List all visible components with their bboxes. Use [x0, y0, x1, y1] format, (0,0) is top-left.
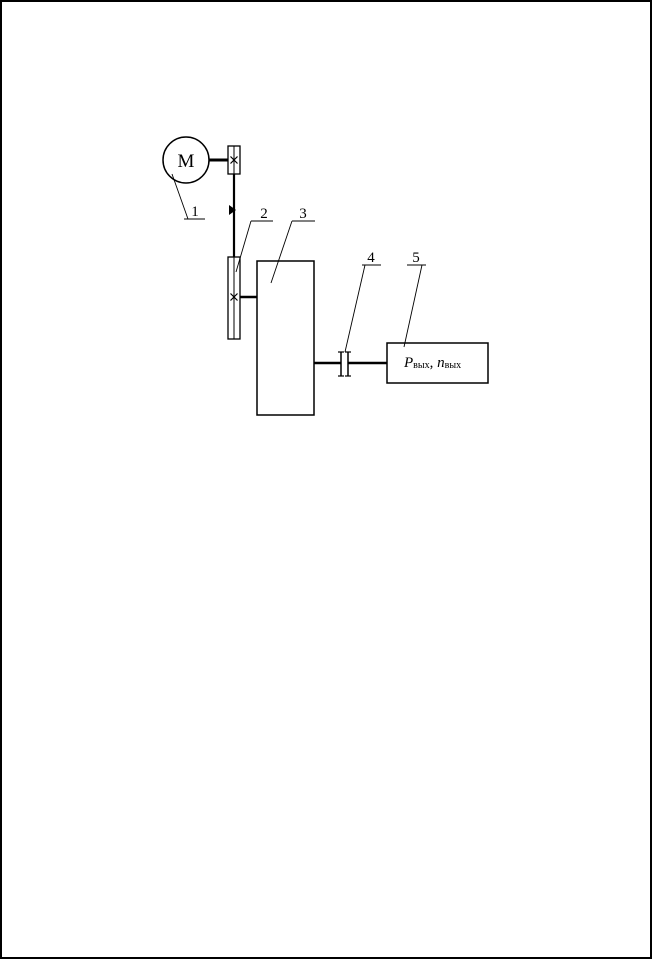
direction-arrow-icon [229, 205, 236, 215]
svg-text:2: 2 [260, 206, 268, 222]
drive-pulley [227, 145, 241, 175]
output-params-label: Pвых, nвых [403, 355, 461, 371]
svg-text:1: 1 [191, 204, 199, 220]
electric-motor: M [162, 136, 210, 184]
callout-2: 2 [235, 206, 273, 273]
callout-3: 3 [270, 206, 315, 284]
driven-pulley [227, 256, 241, 340]
working-machine [386, 342, 489, 384]
motor-label: M [178, 151, 195, 172]
callout-4: 4 [344, 250, 381, 353]
svg-text:5: 5 [412, 250, 420, 266]
callout-1: 1 [171, 173, 205, 220]
callout-5: 5 [403, 250, 426, 348]
svg-text:3: 3 [299, 206, 307, 222]
svg-text:4: 4 [367, 250, 375, 266]
gearbox [256, 260, 315, 416]
